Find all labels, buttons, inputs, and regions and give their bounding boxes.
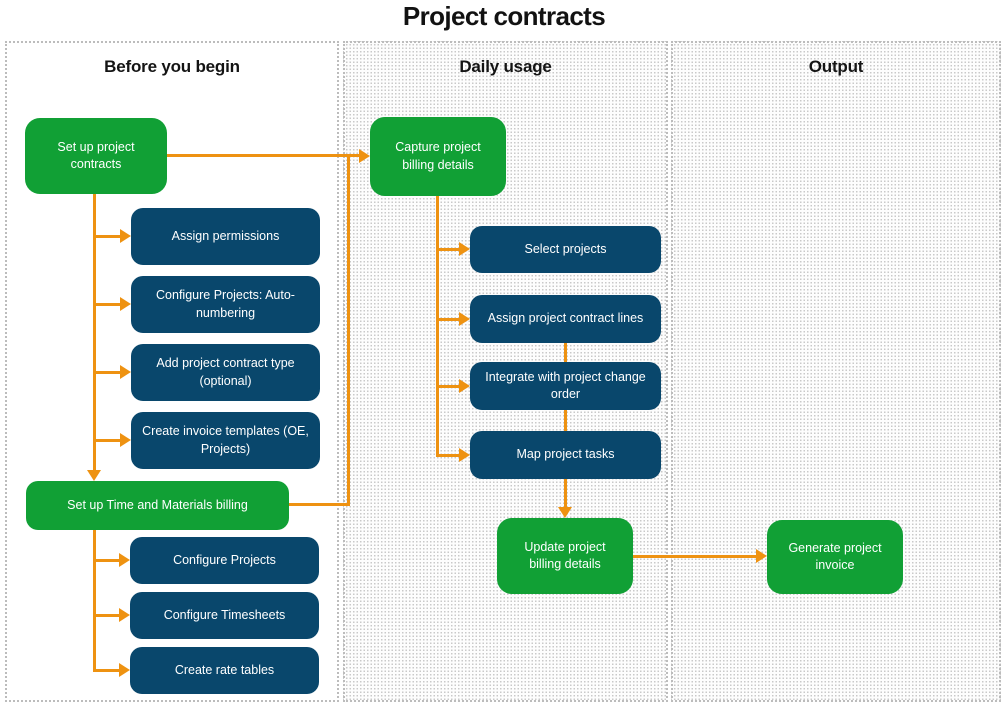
- connector-branch-map-tasks: [436, 454, 459, 457]
- flow-node-create-invoice-templates: Create invoice templates (OE, Projects): [131, 412, 320, 469]
- connector-contracts-trunk: [93, 194, 96, 471]
- flow-node-configure-projects: Configure Projects: [130, 537, 319, 584]
- flow-node-configure-timesheets: Configure Timesheets: [130, 592, 319, 639]
- connector-branch-contract-type: [93, 371, 121, 374]
- connector-update-to-generate: [633, 555, 756, 558]
- flow-node-assign-permissions: Assign permissions: [131, 208, 320, 265]
- arrowhead-into-update: [558, 507, 572, 518]
- arrowhead-into-auto-numbering: [120, 297, 131, 311]
- connector-branch-select-projects: [436, 248, 459, 251]
- arrowhead-into-configure-projects: [119, 553, 130, 567]
- flow-node-select-projects: Select projects: [470, 226, 661, 273]
- connector-contracts-to-capture: [167, 154, 360, 157]
- connector-tm-billing-up: [347, 154, 350, 506]
- arrowhead-into-configure-timesheets: [119, 608, 130, 622]
- arrowhead-into-contract-lines: [459, 312, 470, 326]
- flow-node-configure-projects-auto-numbering: Configure Projects: Auto-numbering: [131, 276, 320, 333]
- connector-capture-trunk: [436, 196, 439, 457]
- arrowhead-into-tm-billing: [87, 470, 101, 481]
- connector-tm-billing-right: [289, 503, 350, 506]
- arrowhead-into-change-order: [459, 379, 470, 393]
- flow-node-map-project-tasks: Map project tasks: [470, 431, 661, 479]
- arrowhead-into-assign-permissions: [120, 229, 131, 243]
- flow-node-generate-project-invoice: Generate project invoice: [767, 520, 903, 594]
- connector-tm-trunk: [93, 530, 96, 671]
- connector-branch-contract-lines: [436, 318, 459, 321]
- arrowhead-into-rate-tables: [119, 663, 130, 677]
- flow-node-set-up-time-and-materials-billing: Set up Time and Materials billing: [26, 481, 289, 530]
- arrowhead-into-invoice-templates: [120, 433, 131, 447]
- arrowhead-into-contract-type: [120, 365, 131, 379]
- flow-node-capture-project-billing-details: Capture project billing details: [370, 117, 506, 196]
- connector-map-to-update: [564, 479, 567, 508]
- column-output: Output: [671, 41, 1001, 702]
- flow-node-add-project-contract-type: Add project contract type (optional): [131, 344, 320, 401]
- arrowhead-into-map-tasks: [459, 448, 470, 462]
- flow-node-assign-project-contract-lines: Assign project contract lines: [470, 295, 661, 343]
- arrowhead-into-capture: [359, 149, 370, 163]
- connector-change-order-to-map: [564, 410, 567, 431]
- flow-node-integrate-with-project-change-order: Integrate with project change order: [470, 362, 661, 410]
- flow-node-set-up-project-contracts: Set up project contracts: [25, 118, 167, 194]
- column-header-daily-usage: Daily usage: [459, 57, 552, 76]
- arrowhead-into-generate: [756, 549, 767, 563]
- connector-branch-invoice-templates: [93, 439, 121, 442]
- connector-branch-change-order: [436, 385, 459, 388]
- flow-node-create-rate-tables: Create rate tables: [130, 647, 319, 694]
- connector-branch-configure-projects: [93, 559, 120, 562]
- column-header-before-you-begin: Before you begin: [104, 57, 240, 76]
- flow-node-update-project-billing-details: Update project billing details: [497, 518, 633, 594]
- arrowhead-into-select-projects: [459, 242, 470, 256]
- connector-branch-assign-permissions: [93, 235, 121, 238]
- page-title: Project contracts: [402, 1, 606, 31]
- column-header-output: Output: [808, 57, 864, 76]
- connector-branch-configure-timesheets: [93, 614, 120, 617]
- connector-lines-to-change-order: [564, 343, 567, 362]
- connector-branch-rate-tables: [93, 669, 120, 672]
- connector-branch-auto-numbering: [93, 303, 121, 306]
